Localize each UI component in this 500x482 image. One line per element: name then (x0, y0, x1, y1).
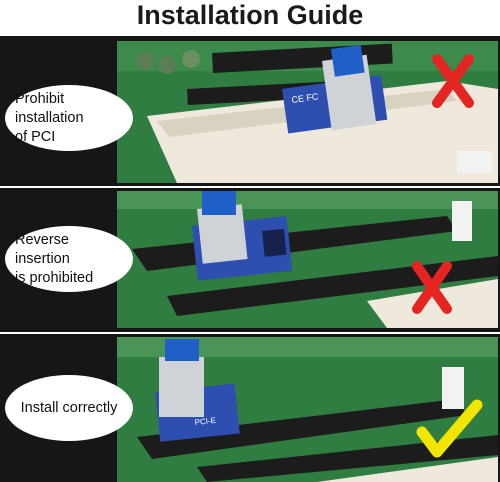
caption-line: is prohibited (15, 269, 94, 286)
caption-bubble: Reverse insertion is prohibited (5, 226, 133, 292)
photo-pci-slot: CE FC (117, 41, 498, 183)
step-panel-pci: CE FC Prohibit installation of PCI (0, 36, 500, 186)
step-panel-reverse: Reverse insertion is prohibited (0, 188, 500, 332)
page-title: Installation Guide (136, 0, 364, 30)
caption-line: Reverse insertion (15, 231, 70, 267)
svg-text:CE FC: CE FC (291, 91, 320, 105)
red-x-icon (432, 54, 474, 108)
caption-line: of PCI (15, 128, 56, 145)
red-x-icon (412, 261, 452, 314)
step-panel-correct: PCI-E Install correctly (0, 334, 500, 482)
caption-line: Install correctly (20, 399, 118, 416)
photo-reverse-insertion (117, 191, 498, 328)
caption-bubble: Install correctly (5, 375, 133, 441)
yellow-check-icon (416, 399, 483, 458)
photo-correct-install: PCI-E (117, 337, 498, 482)
caption-bubble: Prohibit installation of PCI (5, 85, 133, 151)
svg-text:PCI-E: PCI-E (194, 416, 216, 427)
caption-line: Prohibit installation (15, 90, 84, 126)
